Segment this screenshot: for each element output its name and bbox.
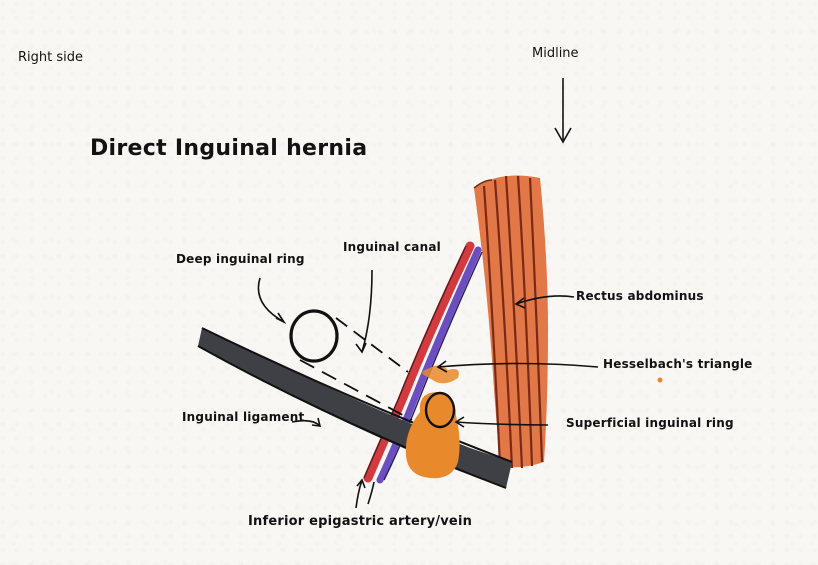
superficial-inguinal-ring-label: Superficial inguinal ring <box>566 416 734 430</box>
inguinal-ligament-band <box>198 328 512 488</box>
rectus-abdominus-label: Rectus abdominus <box>576 289 704 303</box>
right-side-label: Right side <box>18 50 83 65</box>
deep-inguinal-ring <box>291 311 337 361</box>
deep-inguinal-ring-label: Deep inguinal ring <box>176 252 305 266</box>
midline-arrow-icon <box>555 78 571 142</box>
diagram-title: Direct Inguinal hernia <box>90 136 367 161</box>
inguinal-canal-label: Inguinal canal <box>343 240 441 254</box>
epigastric-vessels-label: Inferior epigastric artery/vein <box>248 514 472 529</box>
hesselbach-triangle-label: Hesselbach's triangle <box>603 357 753 371</box>
inguinal-ligament-label: Inguinal ligament <box>182 410 304 424</box>
midline-label: Midline <box>532 46 579 61</box>
